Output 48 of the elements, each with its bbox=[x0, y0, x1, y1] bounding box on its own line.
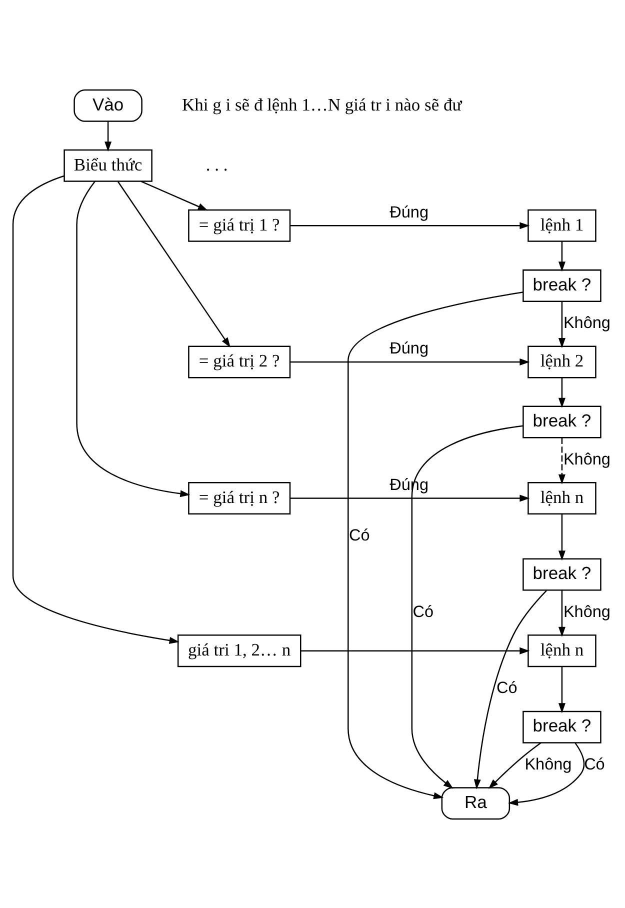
node-box: break ? bbox=[522, 558, 602, 590]
arrow bbox=[558, 590, 566, 636]
edge-label: Đúng bbox=[390, 339, 429, 358]
node-box: = giá trị 2 ? bbox=[188, 345, 291, 378]
arrow bbox=[290, 358, 530, 365]
node-box: break ? bbox=[522, 710, 602, 743]
arrow bbox=[558, 240, 566, 272]
arrow bbox=[300, 646, 530, 654]
edge-label: Đúng bbox=[390, 202, 429, 221]
label: . . . bbox=[206, 154, 228, 174]
node-box: = giá trị 1 ? bbox=[188, 208, 291, 242]
node-box: break ? bbox=[522, 268, 602, 302]
arrow bbox=[104, 120, 112, 152]
node-box: Biểu thức bbox=[64, 148, 152, 182]
arrow bbox=[76, 180, 190, 497]
edge-label: Có bbox=[412, 602, 434, 620]
node-box: break ? bbox=[522, 405, 602, 438]
edge-label: Không bbox=[563, 450, 610, 468]
edge-label: Không bbox=[524, 754, 572, 773]
edge-label: Không bbox=[563, 314, 610, 332]
arrow bbox=[290, 222, 530, 229]
node-box: = giá trị n ? bbox=[188, 482, 291, 514]
node-box: lệnh 1 bbox=[528, 208, 596, 242]
arrow bbox=[508, 742, 585, 806]
arrow bbox=[558, 666, 566, 713]
node-box: lệnh n bbox=[528, 482, 596, 514]
arrow bbox=[12, 174, 180, 644]
arrow bbox=[117, 180, 230, 348]
edge-label: Có bbox=[584, 754, 605, 773]
arrow bbox=[558, 514, 566, 560]
arrow bbox=[474, 590, 547, 789]
node-box: lệnh n bbox=[528, 634, 596, 667]
node-box: Vào bbox=[74, 88, 142, 122]
node-box: lệnh 2 bbox=[528, 345, 596, 378]
arrow bbox=[488, 742, 542, 788]
arrow bbox=[290, 494, 530, 502]
node-box: giá tri 1, 2… n bbox=[177, 634, 302, 667]
edge-label: Không bbox=[563, 602, 610, 620]
arrow bbox=[558, 301, 566, 348]
arrow bbox=[558, 437, 566, 484]
edge-label: Có bbox=[349, 526, 370, 544]
node-box: Ra bbox=[441, 786, 510, 820]
arrow bbox=[558, 377, 566, 408]
label: Khi g i sẽ đ lệnh 1…N giá tr i nào sẽ đư bbox=[182, 94, 462, 114]
arrow bbox=[348, 291, 523, 799]
arrow bbox=[411, 424, 523, 788]
edge-label: Có bbox=[496, 678, 518, 697]
arrow bbox=[140, 180, 208, 210]
